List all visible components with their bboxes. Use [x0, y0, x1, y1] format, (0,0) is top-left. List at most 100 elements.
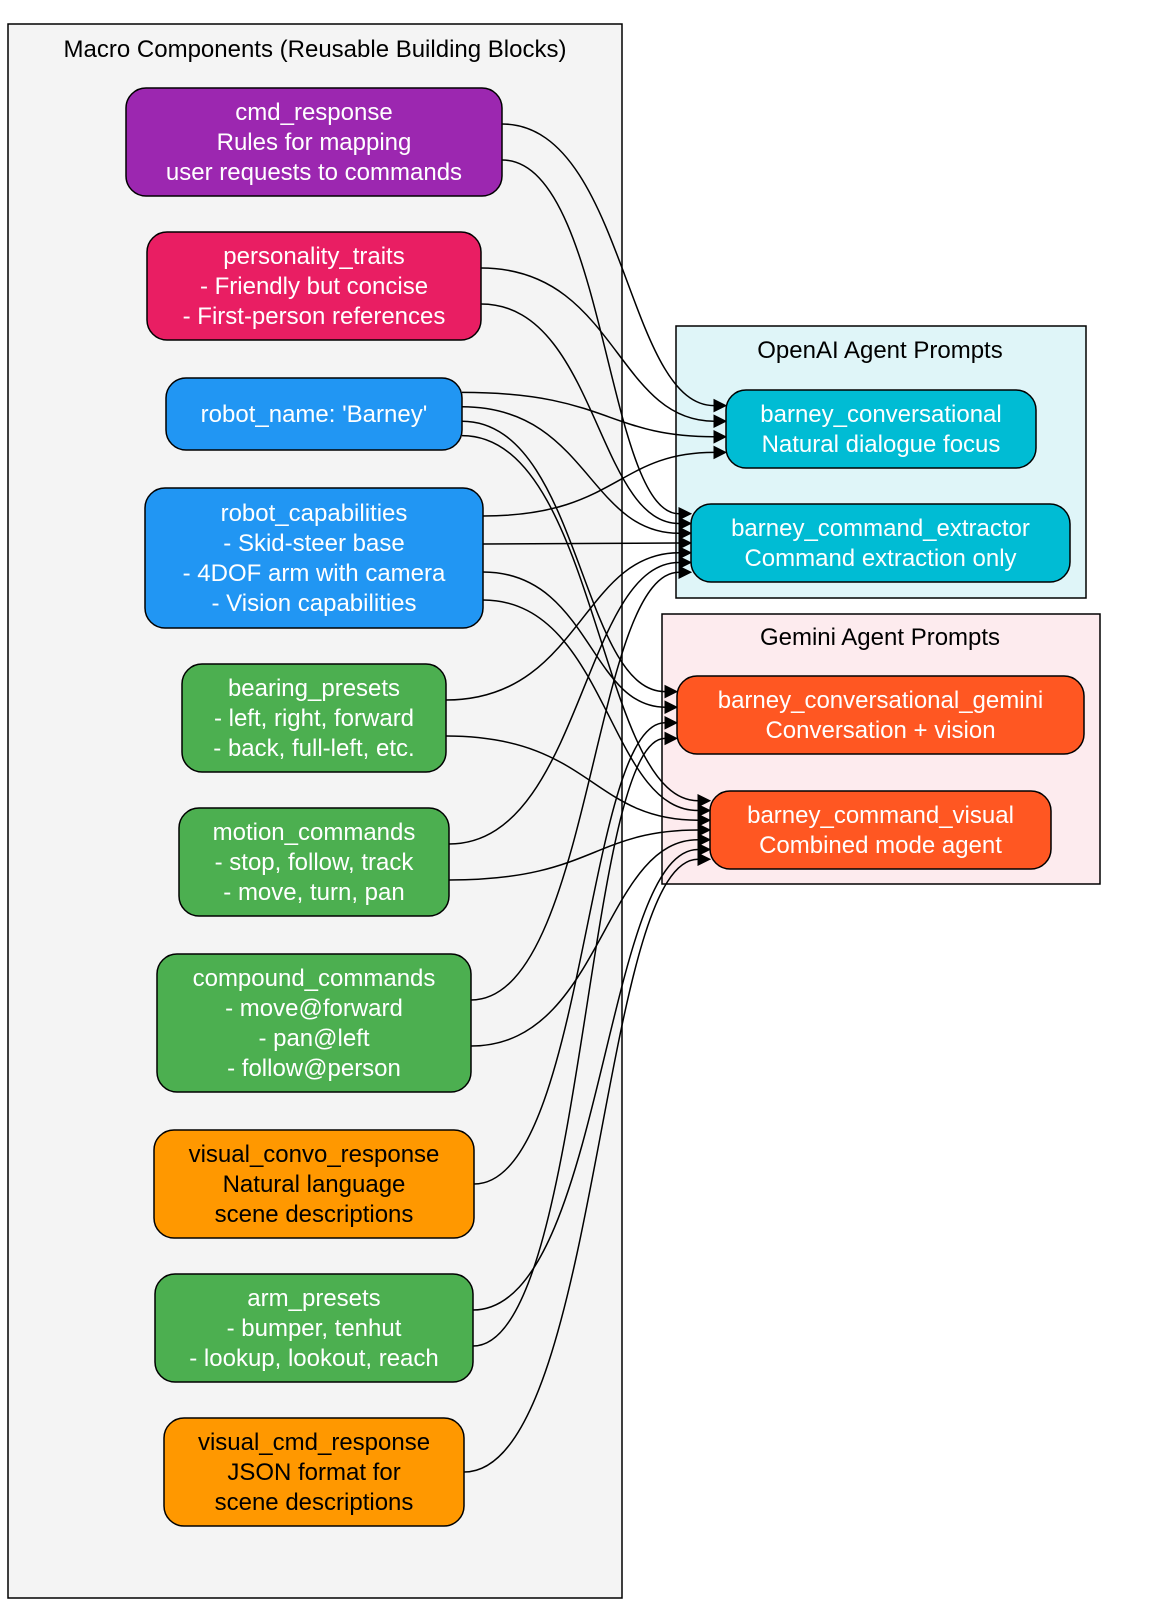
edge-bearing_presets-to-barney_command_visual [445, 735, 699, 821]
node-label-line: robot_capabilities [221, 500, 408, 527]
edge-robot_name-to-barney_command_extractor [461, 406, 680, 534]
node-label-line: scene descriptions [215, 1201, 414, 1228]
node-label-line: Rules for mapping [217, 129, 412, 156]
node-label-line: - Skid-steer base [223, 530, 404, 557]
node-label: robot_name: 'Barney' [201, 401, 428, 428]
edge-robot_capabilities-to-barney_command_visual [482, 599, 699, 812]
edge-arrowhead [664, 731, 679, 746]
edge-robot_capabilities-to-barney_conversational_gemini [482, 571, 666, 708]
node-box [709, 790, 1052, 870]
node-label-line: barney_conversational [760, 401, 1002, 428]
node-arm-presets: arm_presets - bumper, tenhut - lookup, loo… [154, 1273, 474, 1383]
edge-visual_convo_response-to-barney_conversational_gemini [473, 722, 666, 1185]
node-label-line: barney_conversational_gemini [718, 687, 1044, 714]
edge-arrowhead [678, 506, 693, 521]
node-label-line: - Vision capabilities [212, 590, 417, 617]
node-label-line: - left, right, forward [214, 705, 414, 732]
edge-arrowhead [713, 429, 728, 444]
node-label-line: Natural language [223, 1171, 406, 1198]
node-label-line: scene descriptions [215, 1489, 414, 1516]
node-label-line: JSON format for [227, 1459, 400, 1486]
edge-arrowhead [678, 565, 693, 580]
edge-cmd_response-to-barney_command_extractor [501, 159, 680, 515]
node-label-line: - follow@person [227, 1055, 401, 1082]
edge-arrowhead [697, 842, 712, 857]
edge-arm_presets-to-barney_command_visual [472, 848, 699, 1311]
node-label-line: barney_command_visual [747, 802, 1014, 829]
edge-robot_name-to-barney_conversational_gemini [461, 420, 666, 693]
edge-arm_presets-to-barney_conversational_gemini [472, 737, 666, 1347]
node-label: bearing_presets - left, right, forward - b… [213, 675, 414, 762]
node-box [676, 675, 1085, 755]
node-label-line: user requests to commands [166, 159, 462, 186]
node-label-line: - Friendly but concise [200, 273, 428, 300]
node-personality-traits: personality_traits - Friendly but concise… [146, 231, 482, 341]
edge-visual_cmd_response-to-barney_command_visual [463, 858, 699, 1473]
node-label: personality_traits - Friendly but concise… [183, 243, 446, 330]
edge-arrowhead [678, 526, 693, 541]
node-label-line: - move, turn, pan [223, 879, 404, 906]
cluster-macro-title: Macro Components (Reusable Building Bloc… [64, 36, 567, 63]
node-label-line: visual_cmd_response [198, 1429, 430, 1456]
edge-arrowhead [678, 516, 693, 531]
edge-arrowhead [713, 398, 728, 413]
node-label: robot_capabilities - Skid-steer base - 4DO… [183, 500, 446, 617]
edge-robot_capabilities-to-barney_conversational [482, 451, 715, 517]
edge-arrowhead [664, 715, 679, 730]
node-box [146, 231, 482, 341]
edge-arrowhead [697, 793, 712, 808]
node-label-line: - 4DOF arm with camera [183, 560, 446, 587]
node-label-line: arm_presets [247, 1285, 380, 1312]
edge-arrowhead [713, 414, 728, 429]
node-box [153, 1129, 475, 1239]
edge-arrowhead [697, 813, 712, 828]
edge-cmd_response-to-barney_conversational [501, 123, 715, 407]
cluster-gemini-title: Gemini Agent Prompts [760, 624, 1000, 651]
node-robot-name: robot_name: 'Barney' [165, 377, 463, 451]
node-box [144, 487, 484, 629]
node-label-line: - back, full-left, etc. [213, 735, 414, 762]
node-label-line: - lookup, lookout, reach [189, 1345, 438, 1372]
edge-compound_commands-to-barney_command_extractor [470, 571, 680, 1001]
node-label-line: - stop, follow, track [215, 849, 415, 876]
node-box [165, 377, 463, 451]
edge-arrowhead [697, 803, 712, 818]
edge-personality_traits-to-barney_command_extractor [480, 303, 680, 525]
node-label-line: - First-person references [183, 303, 446, 330]
edge-personality_traits-to-barney_conversational [480, 267, 715, 422]
node-label-line: personality_traits [223, 243, 404, 270]
edge-arrowhead [697, 823, 712, 837]
node-label-line: robot_name: 'Barney' [201, 401, 428, 428]
edge-arrowhead [697, 832, 712, 847]
node-label-line: - bumper, tenhut [227, 1315, 402, 1342]
node-label-line: Natural dialogue focus [762, 431, 1001, 458]
edge-arrowhead [664, 684, 679, 699]
node-bearing-presets: bearing_presets - left, right, forward - b… [181, 663, 447, 773]
edges-layer [445, 123, 728, 1473]
edge-arrowhead [678, 545, 693, 560]
node-box [163, 1417, 465, 1527]
node-label-line: bearing_presets [228, 675, 400, 702]
node-label: compound_commands- move@forward- pan@lef… [193, 965, 436, 1082]
edge-robot_capabilities-to-barney_command_extractor [482, 542, 680, 545]
node-robot-capabilities: robot_capabilities - Skid-steer base - 4DO… [144, 487, 484, 629]
cluster-openai-title: OpenAI Agent Prompts [757, 337, 1002, 364]
node-box [125, 87, 503, 197]
node-motion-commands: motion_commands- stop, follow, track- mo… [178, 807, 450, 917]
edge-arrowhead [678, 555, 693, 570]
node-compound-commands: compound_commands- move@forward- pan@lef… [156, 953, 472, 1093]
node-label-line: - move@forward [225, 995, 403, 1022]
edge-motion_commands-to-barney_command_visual [448, 829, 699, 881]
node-label-line: Conversation + vision [765, 717, 995, 744]
